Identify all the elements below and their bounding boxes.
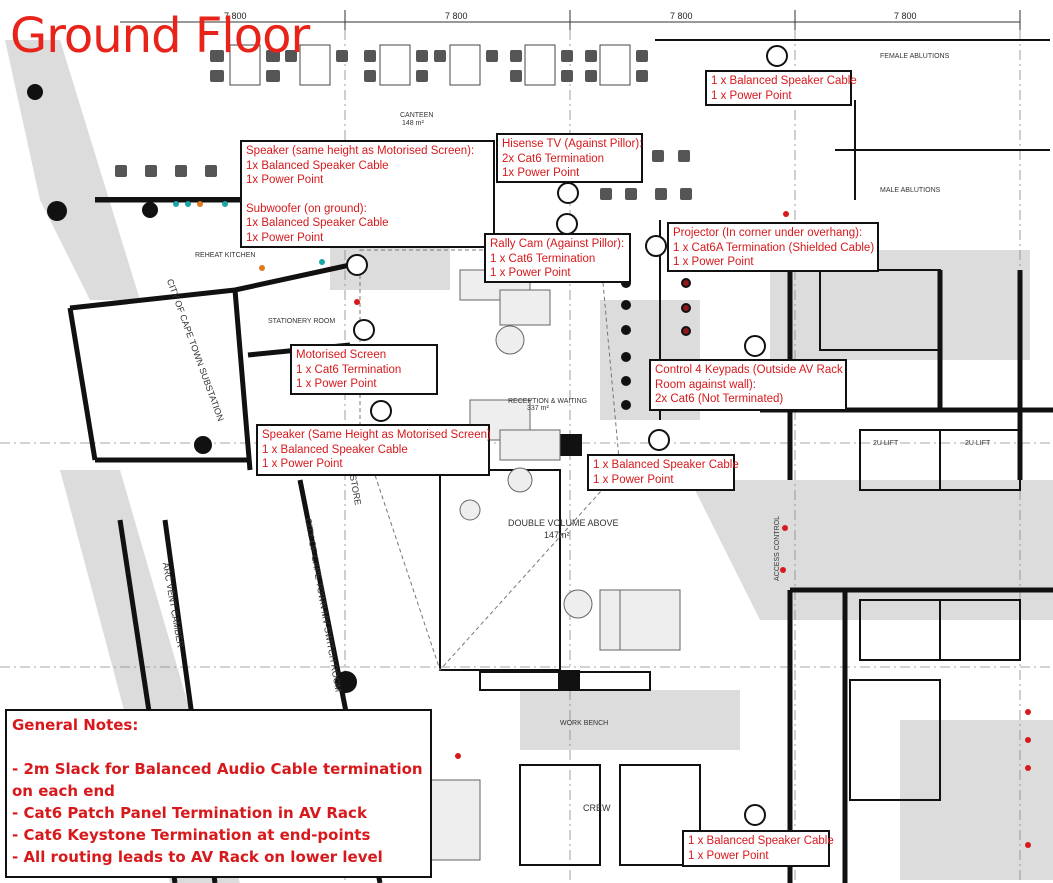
- projector-marker: [645, 235, 667, 257]
- note-motorised-screen: Motorised Screen 1 x Cat6 Termination 1 …: [290, 344, 438, 395]
- label-double-volume-area: 147m²: [544, 530, 570, 540]
- note-rally-cam: Rally Cam (Against Pillor): 1 x Cat6 Ter…: [484, 233, 631, 283]
- label-access-control: ACCESS CONTROL: [773, 516, 781, 581]
- canteen-tables: [115, 44, 692, 200]
- label-canteen-area: 148 m²: [402, 120, 424, 127]
- dimension-line: [120, 10, 1021, 30]
- note-speaker-screen: Speaker (Same Height as Motorised Screen…: [256, 424, 491, 476]
- note-reception-speaker: 1 x Balanced Speaker Cable 1 x Power Poi…: [587, 454, 739, 491]
- general-note-item: - 2m Slack for Balanced Audio Cable term…: [12, 760, 423, 778]
- label-double-volume: DOUBLE VOLUME ABOVE: [508, 518, 619, 528]
- general-note-item: on each end: [12, 782, 115, 800]
- label-lift-2: 2U LIFT: [965, 440, 991, 447]
- general-note-item: - All routing leads to AV Rack on lower …: [12, 848, 383, 866]
- thin-walls: [439, 39, 1050, 866]
- dimension-label: 7 800: [894, 11, 917, 21]
- note-top-speaker: 1 x Balanced Speaker Cable 1 x Power Poi…: [705, 70, 857, 106]
- general-notes-heading: General Notes:: [12, 716, 139, 734]
- chair-markers: [683, 280, 689, 334]
- label-lift-1: 2U LIFT: [873, 440, 899, 447]
- motorised-screen-marker: [353, 319, 375, 341]
- subwoofer-marker: [346, 254, 368, 276]
- tv-marker: [557, 182, 579, 204]
- keypad-marker: [744, 335, 766, 357]
- label-crew: CREW: [583, 803, 611, 813]
- rally-cam-marker: [556, 213, 578, 235]
- speaker-marker: [648, 429, 670, 451]
- dimension-label: 7 800: [224, 11, 247, 21]
- note-control4-keypads: Control 4 Keypads (Outside AV Rack Room …: [649, 359, 847, 411]
- note-canteen-speaker: Speaker (same height as Motorised Screen…: [240, 140, 495, 248]
- fixtures: [173, 201, 1031, 848]
- label-male-ablutions: MALE ABLUTIONS: [880, 187, 941, 194]
- speaker-marker: [744, 804, 766, 826]
- speaker-marker: [370, 400, 392, 422]
- note-hisense-tv: Hisense TV (Against Pillor): 2x Cat6 Ter…: [496, 133, 643, 183]
- note-projector: Projector (In corner under overhang): 1 …: [667, 222, 879, 272]
- label-work-bench: WORK BENCH: [560, 720, 609, 727]
- columns: [27, 84, 691, 693]
- dimension-label: 7 800: [445, 11, 468, 21]
- dimension-label: 7 800: [670, 11, 693, 21]
- bench: [95, 197, 350, 202]
- label-reception-area: 337 m²: [527, 405, 549, 412]
- label-stationery-room: STATIONERY ROOM: [268, 318, 336, 325]
- page-title: Ground Floor: [10, 8, 310, 64]
- label-female-ablutions: FEMALE ABLUTIONS: [880, 53, 950, 60]
- general-note-item: - Cat6 Patch Panel Termination in AV Rac…: [12, 804, 367, 822]
- furniture: [419, 269, 681, 861]
- general-notes: General Notes: - 2m Slack for Balanced A…: [5, 709, 432, 878]
- note-crew-speaker: 1 x Balanced Speaker Cable 1 x Power Poi…: [682, 830, 834, 867]
- label-reheat-kitchen: REHEAT KITCHEN: [195, 252, 256, 259]
- general-note-item: - Cat6 Keystone Termination at end-point…: [12, 826, 371, 844]
- speaker-marker: [766, 45, 788, 67]
- label-canteen: CANTEEN: [400, 112, 434, 119]
- label-reception: RECEPTION & WAITING: [508, 398, 588, 405]
